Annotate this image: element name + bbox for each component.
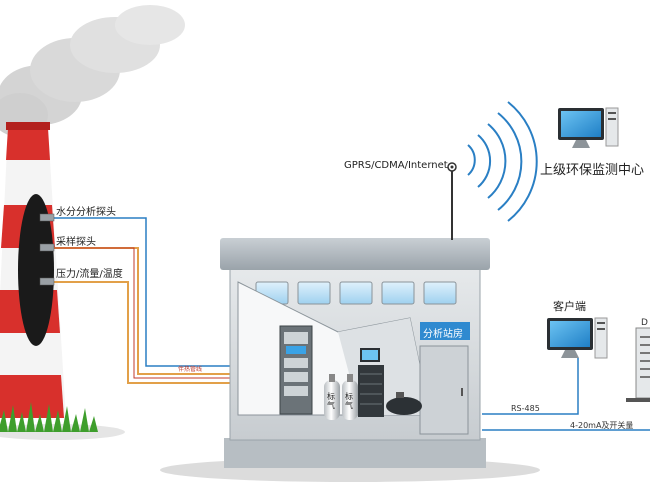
computer-icon <box>558 107 619 148</box>
probe-sampling-label: 采样探头 <box>56 237 96 248</box>
rs485-label: RS-485 <box>511 404 540 413</box>
output-lines <box>482 358 650 431</box>
station-monitor <box>358 348 384 417</box>
client-label: 客户端 <box>553 300 586 313</box>
probe-sampling <box>39 243 55 252</box>
probe-pressure-label: 压力/流量/温度 <box>56 269 123 280</box>
pipe-label: 伴热管线 <box>178 366 203 373</box>
window <box>381 281 415 305</box>
wireless-signal-icon <box>467 101 538 222</box>
antenna <box>447 162 457 240</box>
edge-device <box>626 327 650 402</box>
window <box>297 281 331 305</box>
window <box>339 281 373 305</box>
gas-label-2: 标气 <box>345 392 353 410</box>
window <box>423 281 457 305</box>
probe-moisture-label: 水分分析探头 <box>56 207 116 218</box>
grass <box>0 402 125 440</box>
upper-center-label: 上级环保监测中心 <box>540 163 645 178</box>
chimney-opening <box>18 194 54 346</box>
gas-cylinder <box>342 374 358 420</box>
station-sign-label: 分析站房 <box>423 329 463 340</box>
client-computer-icon <box>547 317 608 359</box>
analog-switch-label: 4-20mA及开关量 <box>570 421 634 430</box>
analysis-station <box>220 238 490 468</box>
air-tank <box>386 392 422 415</box>
station-sign <box>420 322 470 340</box>
gas-label-1: 标气 <box>327 392 335 410</box>
probe-moisture <box>39 213 55 222</box>
gas-cylinder <box>324 374 340 420</box>
smoke <box>0 5 185 137</box>
station-door <box>419 345 469 435</box>
cables <box>54 217 235 384</box>
chimney <box>0 122 66 418</box>
probe-pressure <box>39 277 55 286</box>
edge-device-label: D <box>641 318 648 328</box>
wireless-label: GPRS/CDMA/Internet <box>344 160 448 171</box>
analyzer-cabinet <box>279 325 313 415</box>
